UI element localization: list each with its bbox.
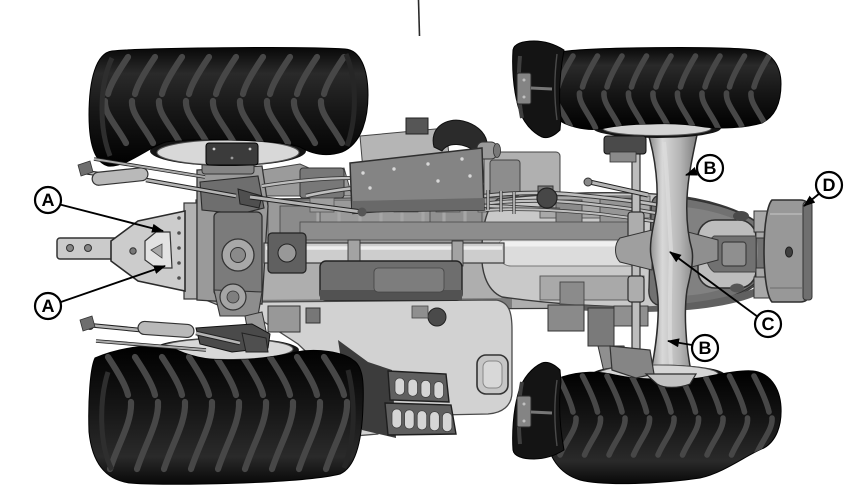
svg-text:A: A bbox=[42, 296, 55, 316]
svg-text:B: B bbox=[704, 158, 717, 178]
svg-text:D: D bbox=[823, 175, 836, 195]
svg-text:B: B bbox=[699, 338, 712, 358]
svg-text:C: C bbox=[762, 314, 775, 334]
svg-text:A: A bbox=[42, 190, 55, 210]
